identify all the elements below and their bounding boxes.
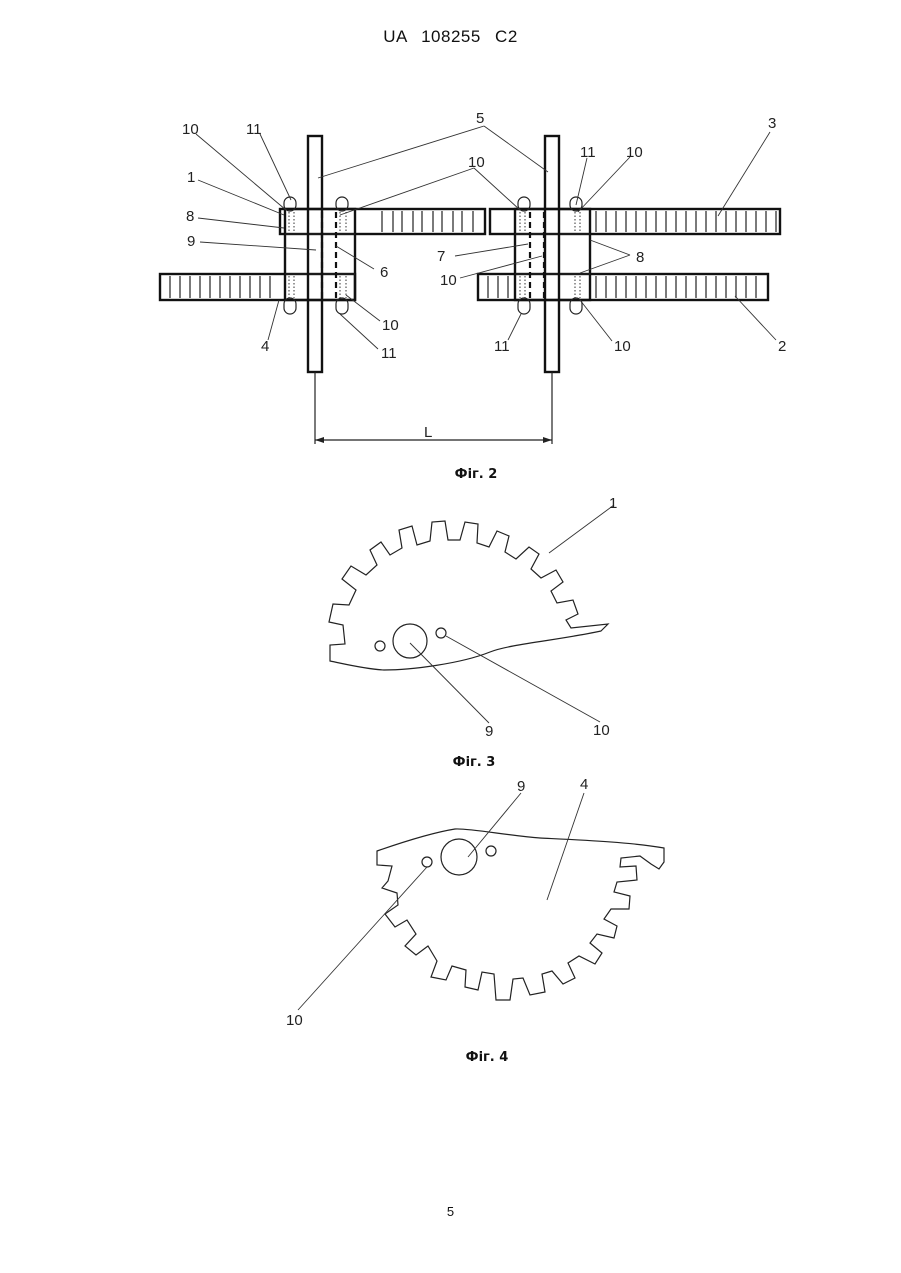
gear-strip-upper-right xyxy=(490,209,780,234)
fig3-ref-1: 1 xyxy=(609,495,617,512)
fig4-caption: Фіг. 4 xyxy=(466,1050,509,1065)
fig2-ref-8: 8 xyxy=(186,208,194,225)
gear-strip-lower-right xyxy=(478,274,768,300)
fig4-drawing: 9 4 10 xyxy=(286,776,664,1029)
fig3-caption: Фіг. 3 xyxy=(453,755,496,770)
fig4-gear-sector-outline xyxy=(377,829,664,1000)
hub-right xyxy=(515,197,590,314)
gear-strip-upper-left xyxy=(280,209,485,234)
fig2-ref-5: 5 xyxy=(476,110,484,127)
fig2-ref-1: 1 xyxy=(187,169,195,186)
fig3-gear-sector-outline xyxy=(329,521,608,670)
fig4-shaft-hole xyxy=(441,839,477,875)
fig2-ref-10c: 10 xyxy=(626,144,643,161)
page-number: 5 xyxy=(0,1204,901,1219)
fig2-ref-9: 9 xyxy=(187,233,195,250)
fig2-ref-10b: 10 xyxy=(468,154,485,171)
fig2-ref-7: 7 xyxy=(437,248,445,265)
dimension-l xyxy=(315,372,552,444)
fig4-ref-10: 10 xyxy=(286,1012,303,1029)
fig3-drawing: 1 9 10 xyxy=(329,495,617,740)
fig2-ref-10f: 10 xyxy=(382,317,399,334)
fig2-leader-lines xyxy=(196,126,776,349)
fig2-ref-l: L xyxy=(424,424,432,441)
fig2-ref-10e: 10 xyxy=(614,338,631,355)
fig2-ref-11b: 11 xyxy=(580,144,596,161)
fig2-ref-2: 2 xyxy=(778,338,786,355)
fig4-ref-9: 9 xyxy=(517,778,525,795)
fig2-ref-11: 11 xyxy=(246,121,262,138)
fig3-pin-hole-right xyxy=(436,628,446,638)
fig3-pin-hole-left xyxy=(375,641,385,651)
fig3-shaft-hole xyxy=(393,624,427,658)
fig2-ref-11d: 11 xyxy=(381,345,397,362)
fig2-caption: Фіг. 2 xyxy=(455,467,498,482)
fig2-ref-4: 4 xyxy=(261,338,269,355)
fig4-pin-hole-right xyxy=(486,846,496,856)
fig4-pin-hole-left xyxy=(422,857,432,867)
fig4-ref-4: 4 xyxy=(580,776,588,793)
fig3-ref-10: 10 xyxy=(593,722,610,739)
fig2-ref-8b: 8 xyxy=(636,249,644,266)
fig2-ref-6: 6 xyxy=(380,264,388,281)
fig2-ref-11c: 11 xyxy=(494,338,510,355)
fig3-ref-9: 9 xyxy=(485,723,493,740)
fig2-reference-numbers: 10 11 5 3 1 8 9 6 10 11 10 7 10 11 10 8 … xyxy=(182,110,786,441)
shaft-left xyxy=(308,136,322,372)
fig2-ref-10: 10 xyxy=(182,121,199,138)
fig2-drawing: 10 11 5 3 1 8 9 6 10 11 10 7 10 11 10 8 … xyxy=(160,110,786,444)
gear-strip-lower-left xyxy=(160,274,355,300)
fig2-ref-3: 3 xyxy=(768,115,776,132)
fig2-ref-10d: 10 xyxy=(440,272,457,289)
hub-left xyxy=(284,197,355,314)
